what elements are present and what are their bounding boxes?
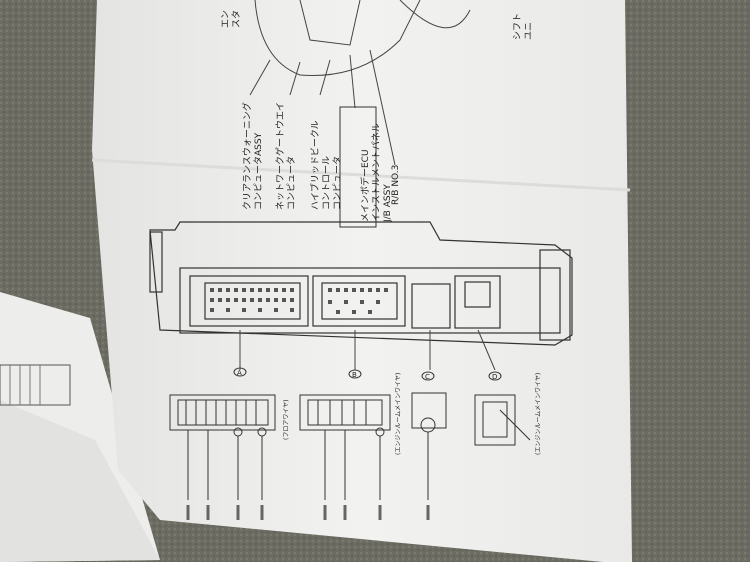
component-labels: クリアランスウォーニングコンピュータASSY ネットワークゲートウエイコンピュー…: [221, 10, 534, 228]
pin-grid-a: [210, 288, 294, 312]
connector-detail-d: [474, 394, 531, 446]
connector-detail-b: [299, 394, 391, 500]
label-top-left-fragment: エンスタ: [221, 10, 242, 28]
main-paper-sheet: [92, 0, 632, 562]
marker-c: C: [425, 373, 430, 381]
marker-a: A: [237, 369, 242, 377]
harness-floor: (フロアワイヤ): [283, 399, 290, 440]
vehicle-diagram-fragment: [249, 0, 471, 166]
connector-markers: A B C D: [233, 367, 502, 381]
connector-b-block: [312, 275, 406, 327]
connector-detail-a: [169, 394, 276, 500]
label-clearance-warning: クリアランスウォーニングコンピュータASSY: [241, 102, 264, 210]
connector-leaders: [239, 329, 496, 371]
marker-b: B: [352, 371, 357, 379]
label-rb-no3: R/B NO.3: [391, 165, 401, 205]
ecu-unit-drawing: [149, 221, 573, 346]
harness-engine-room-2: (エンジンルームメインワイヤ): [535, 373, 542, 455]
main-body-ecu-box: [339, 106, 377, 228]
connector-d-block: [454, 275, 501, 329]
marker-d: D: [492, 373, 497, 381]
harness-engine-room-1: (エンジンルームメインワイヤ): [395, 373, 402, 455]
connector-c-block: [411, 283, 451, 329]
pin-callout-ticks: [186, 505, 430, 520]
label-network-gateway: ネットワークゲートウエイコンピュータ: [274, 102, 297, 210]
connector-detail-c: [411, 392, 447, 500]
connector-a-block: [189, 275, 309, 327]
pin-grid-b: [328, 288, 388, 314]
label-main-body-ecu: メインボデーECUインストルメントパネルJ/B ASSY: [359, 123, 393, 223]
label-shift-unit: シフトユニ: [513, 13, 534, 40]
label-hybrid-vehicle: ハイブリッドビークルコントロールコンピュータ: [309, 120, 343, 210]
second-sheet: [0, 292, 160, 562]
harness-captions: (フロアワイヤ) (エンジンルームメインワイヤ) (エンジンルームメインワイヤ): [283, 373, 542, 455]
